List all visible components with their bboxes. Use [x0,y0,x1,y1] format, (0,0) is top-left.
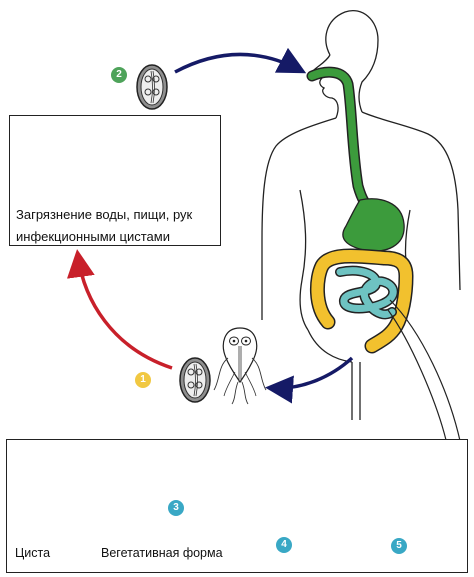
large-intestine [310,248,414,354]
trophozoite-label: Вегетативная форма [101,546,223,560]
step-badge-3: 3 [168,500,184,516]
excretion-arrow [265,356,354,404]
step-badge-1: 1 [135,372,151,388]
cyst-icon [179,357,211,403]
cyst-label: Циста [15,546,51,560]
contamination-arrow [66,249,173,370]
small-intestine [335,265,399,320]
contamination-caption-box [9,115,221,246]
trophozoite-icon [213,327,267,405]
step-badge-5: 5 [391,538,407,554]
caption-line-1: Загрязнение воды, пищи, рук [16,207,193,222]
cyst-icon [136,64,168,110]
step-badge-2: 2 [111,67,127,83]
caption-line-2: инфекционными цистами [16,229,170,244]
zoom-pointer-line-inner [387,309,447,441]
step-badge-4: 4 [276,537,292,553]
ingestion-arrow [174,47,307,74]
digestive-tract [306,66,405,252]
lifecycle-box [6,439,468,573]
